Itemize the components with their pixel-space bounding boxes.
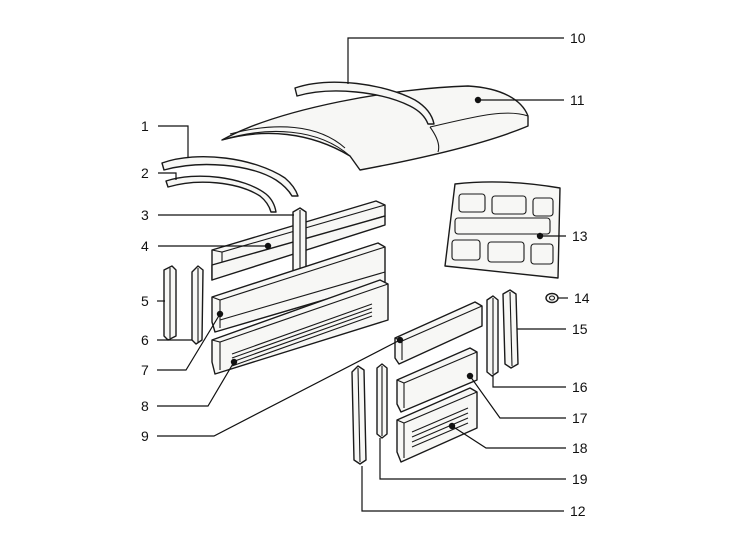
- callout-6: 6: [141, 332, 149, 348]
- small-rear-post: [376, 363, 388, 439]
- callout-11: 11: [570, 92, 585, 108]
- lower-ribbed-rear-panel: [396, 387, 478, 463]
- callout-labels: 1 2 3 4 5 6 7 8 9 10 11 12 13 14 15 16 1…: [141, 30, 590, 519]
- leader-18: [451, 425, 566, 449]
- upper-arch: [161, 155, 299, 197]
- leader-7: [157, 313, 221, 371]
- lower-arch: [165, 175, 277, 213]
- corner-post-right: [191, 265, 204, 345]
- callout-18: 18: [572, 440, 588, 456]
- callout-19: 19: [572, 471, 588, 487]
- leader-16: [492, 376, 566, 388]
- roof-panel: [221, 85, 529, 171]
- callout-15: 15: [572, 321, 588, 337]
- leader-8: [157, 361, 235, 407]
- fastener-part: [545, 292, 559, 304]
- leader-9: [157, 339, 401, 437]
- rear-frame-panel: [444, 181, 561, 279]
- callout-7: 7: [141, 362, 149, 378]
- callout-5: 5: [141, 293, 149, 309]
- middle-rear-panel: [396, 347, 478, 413]
- tall-rear-post: [351, 365, 367, 465]
- callout-9: 9: [141, 428, 149, 444]
- lower-ribbed-side-panel: [211, 279, 389, 375]
- leader-1: [158, 125, 189, 158]
- leader-dots: [216, 96, 544, 430]
- leader-12: [361, 466, 564, 512]
- rear-post-inner: [486, 295, 499, 377]
- callout-3: 3: [141, 207, 149, 223]
- leader-17: [469, 375, 566, 419]
- callout-14: 14: [574, 290, 590, 306]
- callout-16: 16: [572, 379, 588, 395]
- rear-post-outer: [502, 289, 519, 369]
- callout-13: 13: [572, 228, 588, 244]
- callout-2: 2: [141, 165, 149, 181]
- callout-4: 4: [141, 238, 149, 254]
- vertical-post: [292, 207, 307, 277]
- corner-post-left: [163, 265, 177, 341]
- callout-17: 17: [572, 410, 588, 426]
- callout-12: 12: [570, 503, 586, 519]
- callout-10: 10: [570, 30, 586, 46]
- leader-lines: [157, 37, 568, 512]
- leader-2: [158, 172, 177, 180]
- callout-1: 1: [141, 118, 149, 134]
- leader-19: [379, 438, 566, 480]
- leader-10: [347, 37, 564, 84]
- roof-rail: [294, 81, 435, 125]
- callout-8: 8: [141, 398, 149, 414]
